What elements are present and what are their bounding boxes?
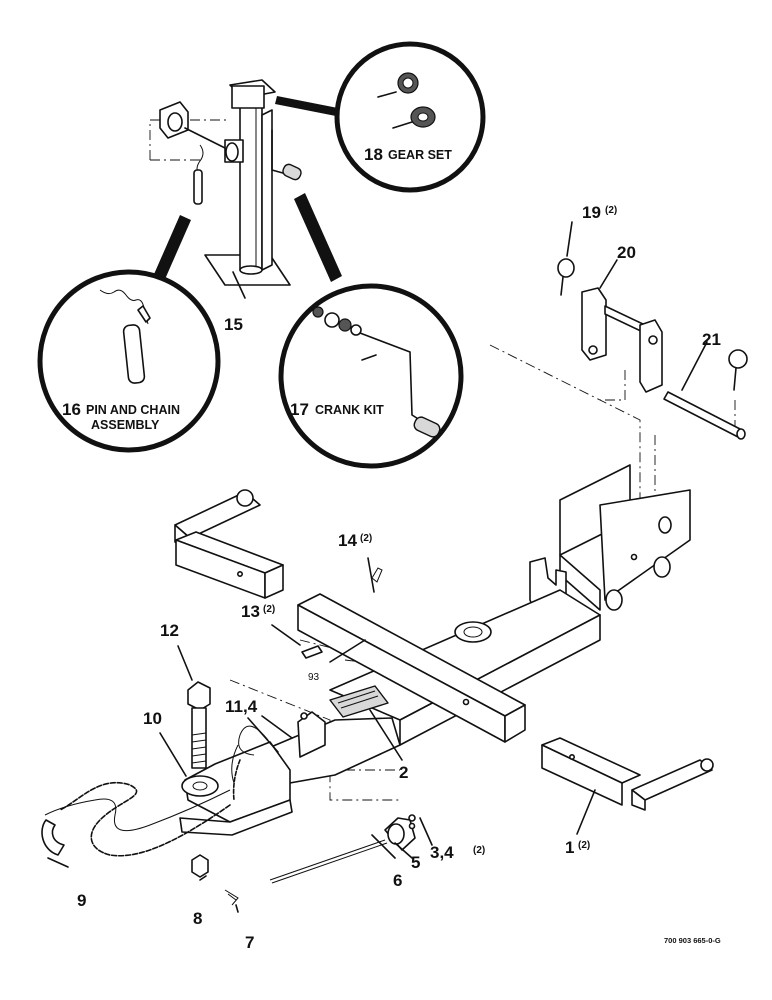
callout-14-qty: (2) xyxy=(360,533,372,544)
callout-14: 14 xyxy=(338,531,357,550)
small-hardware xyxy=(224,567,416,906)
detail-17-caption: CRANK KIT xyxy=(315,403,384,417)
crank-kit-detail xyxy=(278,283,464,469)
detail-leaders xyxy=(151,96,348,286)
callout-6: 6 xyxy=(393,871,402,890)
gear-set-detail xyxy=(334,41,486,193)
detail-16-number: 16 xyxy=(62,400,81,419)
callout-labels: 1 (2) 2 3,4 (2) 5 6 7 8 9 10 11,4 12 13 … xyxy=(77,203,721,952)
callout-5: 5 xyxy=(411,853,420,872)
pin-21 xyxy=(663,391,746,440)
callout-1-qty: (2) xyxy=(578,840,590,851)
callout-19-qty: (2) xyxy=(605,205,617,216)
callout-93: 93 xyxy=(308,672,320,683)
detail-16-caption-line2: ASSEMBLY xyxy=(91,418,160,432)
drawing-number: 700 903 665-0-G xyxy=(664,936,721,945)
safety-chain xyxy=(41,725,269,857)
jack-assembly xyxy=(159,79,302,286)
detail-captions: 16 PIN AND CHAIN ASSEMBLY 17 CRANK KIT 1… xyxy=(62,145,452,432)
detail-18-number: 18 xyxy=(364,145,383,164)
callout-10: 10 xyxy=(143,709,162,728)
hitch-frame xyxy=(174,464,714,884)
callout-11-4: 11,4 xyxy=(225,697,258,716)
detail-16-caption-line1: PIN AND CHAIN xyxy=(86,403,180,417)
callout-1: 1 xyxy=(565,838,574,857)
callout-8: 8 xyxy=(193,909,202,928)
callout-13: 13 xyxy=(241,602,260,621)
detail-17-number: 17 xyxy=(290,400,309,419)
lock-pin-19-upper xyxy=(557,258,575,296)
callout-2: 2 xyxy=(399,763,408,782)
callout-12: 12 xyxy=(160,621,179,640)
lock-pin-19-lower xyxy=(728,349,748,391)
leader-lines xyxy=(47,221,708,913)
callout-3-4-qty: (2) xyxy=(473,845,485,856)
detail-18-caption: GEAR SET xyxy=(388,148,452,162)
callout-3-4: 3,4 xyxy=(430,843,454,862)
callout-9: 9 xyxy=(77,891,86,910)
pin-and-chain-detail xyxy=(37,269,221,453)
callout-20: 20 xyxy=(617,243,636,262)
callout-13-qty: (2) xyxy=(263,604,275,615)
callout-15: 15 xyxy=(224,315,243,334)
bracket-20 xyxy=(581,287,663,393)
callout-7: 7 xyxy=(245,933,254,952)
callout-19: 19 xyxy=(582,203,601,222)
callout-21: 21 xyxy=(702,330,721,349)
